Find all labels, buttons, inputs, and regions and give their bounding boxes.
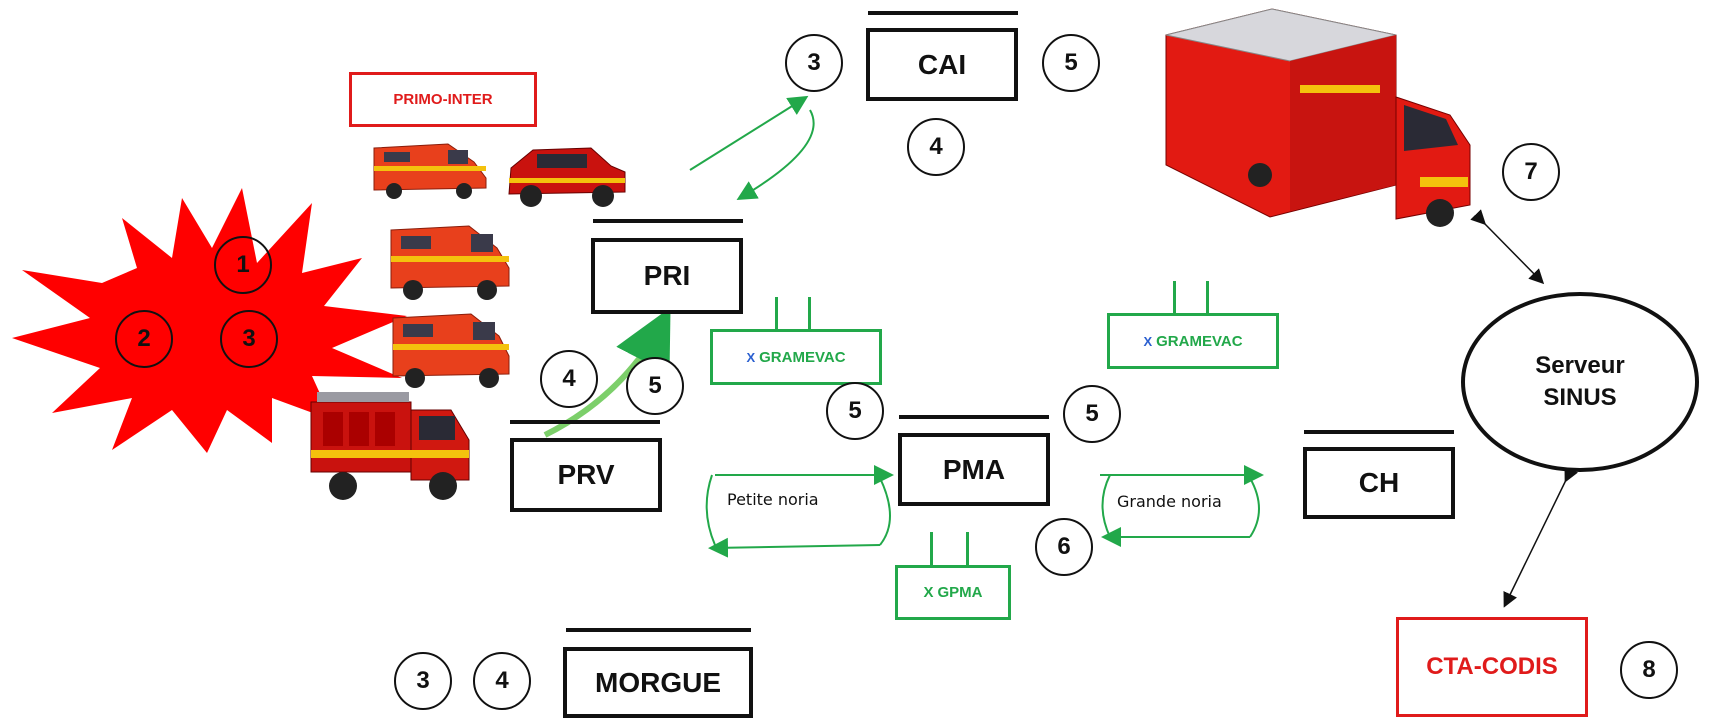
morgue-box: MORGUE [563, 647, 753, 718]
ch-box: CH [1303, 447, 1455, 519]
gramevac-left-box: X GRAMEVAC [710, 329, 882, 385]
pri-box: PRI [591, 238, 743, 314]
gramevac-right-leg [1206, 281, 1209, 315]
cta-codis-box: CTA-CODIS [1396, 617, 1588, 717]
server-line-2: SINUS [1543, 384, 1617, 411]
morgue-bar [566, 628, 751, 632]
petite-noria-bottom [708, 537, 881, 558]
pma-number-right: 5 [1063, 385, 1121, 443]
prv-number-5: 5 [626, 357, 684, 415]
gramevac-right-label: GRAMEVAC [1156, 332, 1243, 350]
pma-box: PMA [898, 433, 1050, 506]
x-mark: X [923, 584, 934, 601]
gramevac-right-leg [1173, 281, 1176, 315]
fire-engine-icon [310, 392, 470, 500]
pma-bar [899, 415, 1049, 419]
prv-bar [510, 420, 660, 424]
vpc-number-7: 7 [1502, 143, 1560, 201]
petite-noria-left [705, 474, 716, 546]
explosion-icon [12, 188, 407, 453]
ch-number-6: 6 [1035, 518, 1093, 576]
cai-box: CAI [866, 28, 1018, 101]
command-truck-icon [1165, 8, 1471, 227]
grande-noria-left [1101, 474, 1111, 538]
gpma-label: GPMA [937, 584, 983, 601]
prv-box: PRV [510, 438, 662, 512]
grande-noria-label: Grande noria [1117, 492, 1222, 511]
ambulance-icon [392, 313, 510, 388]
zone-number-2: 2 [115, 310, 173, 368]
morgue-number-3: 3 [394, 652, 452, 710]
ambulance-icon [390, 225, 510, 300]
server-sinus: Serveur SINUS [1461, 292, 1699, 472]
cai-number-left: 3 [785, 34, 843, 92]
x-mark: X [746, 349, 756, 365]
fire-car-icon [508, 147, 626, 207]
x-mark: X [1143, 333, 1153, 349]
cta-number-8: 8 [1620, 641, 1678, 699]
gramevac-left-leg [808, 297, 811, 331]
petite-noria-label: Petite noria [727, 490, 819, 509]
ch-bar [1304, 430, 1454, 434]
cai-number-below: 4 [907, 118, 965, 176]
cai-number-right: 5 [1042, 34, 1100, 92]
prv-number-4: 4 [540, 350, 598, 408]
cai-bar [868, 11, 1018, 15]
vpc-server-arrow [1470, 209, 1545, 285]
grande-noria-right [1249, 477, 1260, 538]
pri-bar [593, 219, 743, 223]
pma-number-left: 5 [826, 382, 884, 440]
gpma-box: X GPMA [895, 565, 1011, 620]
petite-noria-right [879, 477, 891, 546]
primo-inter-label: PRIMO-INTER [349, 72, 537, 127]
gramevac-left-label: GRAMEVAC [759, 348, 846, 366]
zone-number-3: 3 [220, 310, 278, 368]
zone-number-1: 1 [214, 236, 272, 294]
morgue-number-4: 4 [473, 652, 531, 710]
server-line-1: Serveur [1535, 352, 1625, 379]
gramevac-left-leg [775, 297, 778, 331]
server-cta-arrow [1503, 465, 1579, 608]
pri-cai-arrow-up [689, 95, 809, 171]
gramevac-right-box: X GRAMEVAC [1107, 313, 1279, 369]
pri-cai-arrow-down [736, 109, 815, 201]
gpma-leg [930, 532, 933, 566]
prv-pri-arrow [543, 307, 671, 438]
gpma-leg [966, 532, 969, 566]
ambulance-icon [373, 143, 487, 199]
